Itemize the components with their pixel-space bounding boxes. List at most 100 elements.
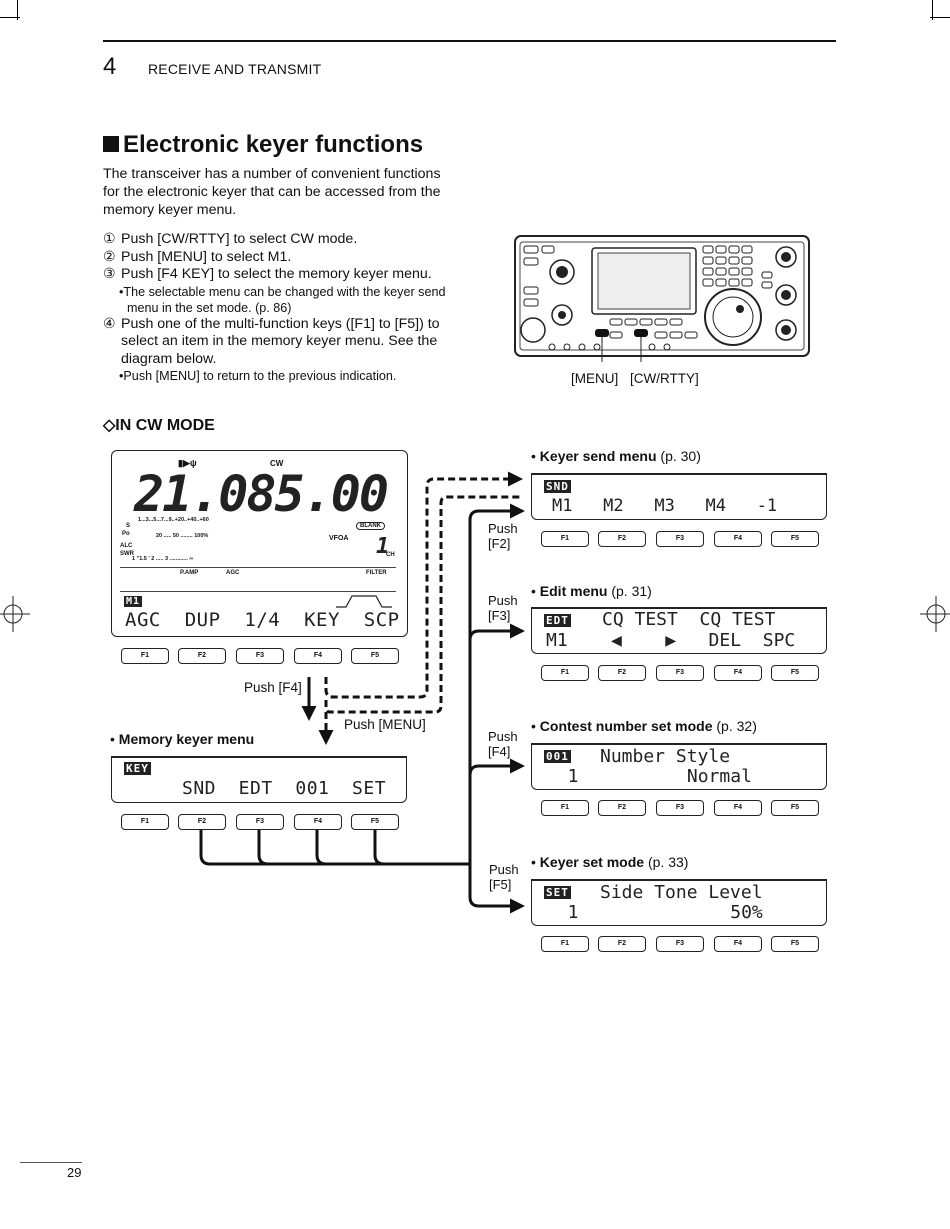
lcd-divider xyxy=(120,591,396,592)
agc-indicator: AGC xyxy=(226,570,240,576)
transceiver-illustration xyxy=(514,235,810,362)
contest-title: • Contest number set mode (p. 32) xyxy=(531,718,757,734)
f1-key[interactable]: F1 xyxy=(121,648,169,664)
cwrtty-key-label: [CW/RTTY] xyxy=(630,371,699,386)
contest-title-text: Contest number set mode xyxy=(539,718,713,734)
main-lcd: ▮▶ψ CW 21.085.00 S 1...3...5...7...9..+2… xyxy=(111,450,408,637)
f5-key[interactable]: F5 xyxy=(351,648,399,664)
f4-key[interactable]: F4 xyxy=(294,648,342,664)
f2-key[interactable]: F2 xyxy=(178,814,226,830)
mode-indicator: CW xyxy=(270,459,284,468)
registration-mark-left xyxy=(0,596,30,632)
contest-lcd: 001 Number Style 1 Normal xyxy=(531,743,827,790)
keyer-set-title: • Keyer set mode (p. 33) xyxy=(531,854,689,870)
chapter-number: 4 xyxy=(103,53,117,80)
filter-shape-icon xyxy=(336,595,392,608)
crop-mark xyxy=(930,17,950,18)
edit-menu-page: (p. 31) xyxy=(611,583,652,599)
f2-key[interactable]: F2 xyxy=(598,800,646,816)
f3-key[interactable]: F3 xyxy=(656,936,704,952)
keyer-set-title-text: Keyer set mode xyxy=(539,854,645,870)
push-f4b-label: Push [F4] xyxy=(488,729,518,759)
contest-line-2: 1 Normal xyxy=(546,766,752,787)
step-text: Push [CW/RTTY] to select CW mode. xyxy=(121,231,358,247)
push-f2-label: Push [F2] xyxy=(488,521,518,551)
function-menu: M1 M2 M3 M4 -1 xyxy=(552,496,778,516)
f4-key[interactable]: F4 xyxy=(714,800,762,816)
f4-key[interactable]: F4 xyxy=(714,665,762,681)
f1-key[interactable]: F1 xyxy=(121,814,169,830)
f3-key[interactable]: F3 xyxy=(656,531,704,547)
blank-indicator: BLANK xyxy=(356,522,385,530)
menu-tag: 001 xyxy=(544,750,571,763)
edit-line-2: M1 ◀ ▶ DEL SPC xyxy=(546,630,796,651)
push-menu-label: Push [MENU] xyxy=(344,717,426,732)
square-bullet-icon xyxy=(103,136,119,152)
step-4-note: •Push [MENU] to return to the previous i… xyxy=(119,369,397,383)
f4-key[interactable]: F4 xyxy=(714,531,762,547)
f1-key[interactable]: F1 xyxy=(541,936,589,952)
push-f5-label: Push [F5] xyxy=(489,862,519,892)
step-number: ① xyxy=(103,231,116,247)
keyer-send-lcd: SND M1 M2 M3 M4 -1 xyxy=(531,473,827,520)
f3-key[interactable]: F3 xyxy=(656,800,704,816)
crop-mark xyxy=(0,17,20,18)
ch-label: CH xyxy=(386,552,395,558)
step-number: ④ xyxy=(103,315,116,332)
contest-line-1: Number Style xyxy=(600,746,731,767)
menu-tag: SND xyxy=(544,480,571,493)
meter-label-alc: ALC xyxy=(120,543,133,549)
f4-key[interactable]: F4 xyxy=(714,936,762,952)
function-menu: AGC DUP 1/4 KEY SCP xyxy=(125,609,400,631)
f2-key[interactable]: F2 xyxy=(598,531,646,547)
subsection-title: ◇IN CW MODE xyxy=(103,417,215,434)
memory-keyer-lcd: KEY SND EDT 001 SET xyxy=(111,756,407,803)
f1-key[interactable]: F1 xyxy=(541,531,589,547)
menu-tag: M1 xyxy=(124,596,143,607)
f2-key[interactable]: F2 xyxy=(178,648,226,664)
f4-key[interactable]: F4 xyxy=(294,814,342,830)
f2-key[interactable]: F2 xyxy=(598,936,646,952)
edit-menu-title: • Edit menu (p. 31) xyxy=(531,583,652,599)
po-meter-scale: 20 ..... 50 ........ 100% xyxy=(156,533,209,539)
f1-key[interactable]: F1 xyxy=(541,665,589,681)
keyer-set-page: (p. 33) xyxy=(647,854,689,870)
header-rule xyxy=(103,40,836,42)
f3-key[interactable]: F3 xyxy=(656,665,704,681)
f1-key[interactable]: F1 xyxy=(541,800,589,816)
crop-mark xyxy=(932,0,933,20)
f3-key[interactable]: F3 xyxy=(236,814,284,830)
push-f3-label: Push [F3] xyxy=(488,593,518,623)
menu-tag: SET xyxy=(544,886,571,899)
f3-key[interactable]: F3 xyxy=(236,648,284,664)
vfo-indicator: VFOA xyxy=(329,535,349,542)
menu-tag: EDT xyxy=(544,614,571,627)
meter-label-swr: SWR xyxy=(120,551,134,557)
memory-keyer-title-text: Memory keyer menu xyxy=(118,731,255,747)
f5-key[interactable]: F5 xyxy=(771,936,819,952)
edit-menu-title-text: Edit menu xyxy=(539,583,608,599)
keyer-set-lcd: SET Side Tone Level 1 50% xyxy=(531,879,827,926)
f5-key[interactable]: F5 xyxy=(771,531,819,547)
frequency-display: 21.085.00 xyxy=(134,465,389,523)
f5-key[interactable]: F5 xyxy=(771,665,819,681)
f5-key[interactable]: F5 xyxy=(351,814,399,830)
f5-key[interactable]: F5 xyxy=(771,800,819,816)
page-number: 29 xyxy=(67,1165,82,1180)
f2-key[interactable]: F2 xyxy=(598,665,646,681)
keyer-set-line-2: 1 50% xyxy=(546,902,763,923)
intro-paragraph: The transceiver has a number of convenie… xyxy=(103,166,441,218)
crop-mark xyxy=(17,0,18,20)
registration-mark-right xyxy=(920,596,950,632)
keyer-send-title-text: Keyer send menu xyxy=(539,448,657,464)
step-1: ① Push [CW/RTTY] to select CW mode. xyxy=(103,231,455,249)
edit-line-1: CQ TEST CQ TEST xyxy=(602,609,776,630)
meter-label-po: Po xyxy=(122,531,130,537)
edit-menu-lcd: EDT CQ TEST CQ TEST M1 ◀ ▶ DEL SPC xyxy=(531,607,827,654)
keyer-set-line-1: Side Tone Level xyxy=(600,882,763,903)
s-meter-scale: 1...3...5...7...9..+20..+40..+60 xyxy=(138,517,209,523)
filter-indicator: FILTER xyxy=(366,570,387,576)
